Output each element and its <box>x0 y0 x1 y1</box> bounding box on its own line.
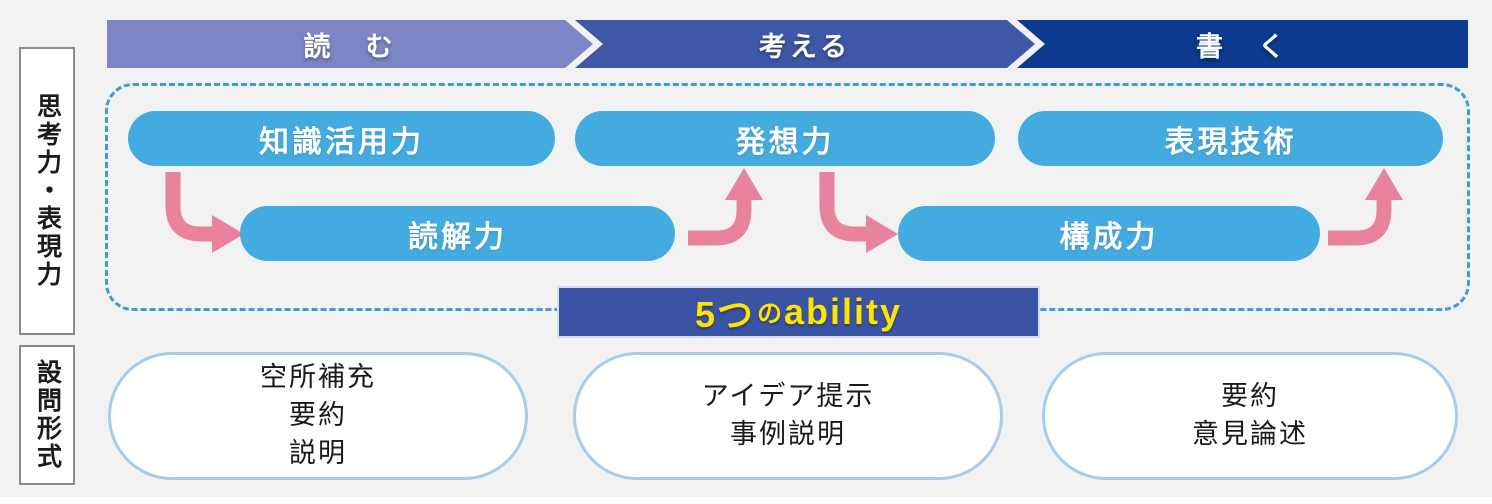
ability-pill-reading-comprehension: 読解力 <box>240 206 675 261</box>
row-label-thinking-expression-text: 思考力・表現力 <box>33 93 62 289</box>
ability-pill-expression-technique: 表現技術 <box>1018 111 1443 166</box>
question-format-card-think: アイデア提示 事例説明 <box>573 352 1003 480</box>
process-step-think-label: 考える <box>758 31 852 62</box>
question-format-line: 要約 <box>1221 381 1279 412</box>
five-abilities-banner-part2: の <box>756 300 782 328</box>
process-step-think: 考える <box>575 20 1035 68</box>
ability-pill-knowledge-application: 知識活用力 <box>128 111 555 166</box>
ability-pill-idea-generation: 発想力 <box>575 111 995 166</box>
ability-pill-idea-generation-label: 発想力 <box>735 125 835 159</box>
ability-pill-composition: 構成力 <box>898 206 1320 261</box>
process-banner: 読 む 考える 書 く <box>107 20 1468 68</box>
question-format-line: アイデア提示 <box>701 381 875 412</box>
ability-pill-expression-technique-label: 表現技術 <box>1164 125 1297 159</box>
question-format-line: 空所補充 <box>260 362 376 393</box>
question-format-line: 事例説明 <box>730 419 846 449</box>
process-step-read: 読 む <box>107 20 593 68</box>
process-step-write: 書 く <box>1017 20 1468 68</box>
row-label-question-format-text: 設問形式 <box>33 359 62 471</box>
curve-arrow-right-up-icon <box>688 168 763 246</box>
row-label-question-format: 設問形式 <box>19 345 75 485</box>
five-abilities-banner-part1: 5つ <box>694 294 755 335</box>
question-format-line: 意見論述 <box>1192 419 1308 449</box>
curve-arrow-right-up-icon <box>1328 168 1403 246</box>
question-format-line: 説明 <box>289 437 347 468</box>
process-step-write-label: 書 く <box>1196 31 1289 62</box>
bottom-white-strip <box>0 497 1492 504</box>
ability-pill-knowledge-application-label: 知識活用力 <box>259 125 424 159</box>
question-format-card-read: 空所補充 要約 説明 <box>108 352 528 480</box>
curve-arrow-down-right-icon <box>165 172 244 253</box>
question-format-card-write: 要約 意見論述 <box>1042 352 1458 480</box>
process-step-read-label: 読 む <box>303 31 397 62</box>
ability-pill-reading-comprehension-label: 読解力 <box>408 220 507 254</box>
question-format-line: 要約 <box>289 400 347 431</box>
row-label-thinking-expression: 思考力・表現力 <box>19 47 75 335</box>
curve-arrow-down-right-icon <box>819 172 898 253</box>
ability-pill-composition-label: 構成力 <box>1059 220 1159 254</box>
five-abilities-banner: 5つ の ability <box>557 286 1040 338</box>
five-abilities-banner-part3: ability <box>784 291 903 332</box>
